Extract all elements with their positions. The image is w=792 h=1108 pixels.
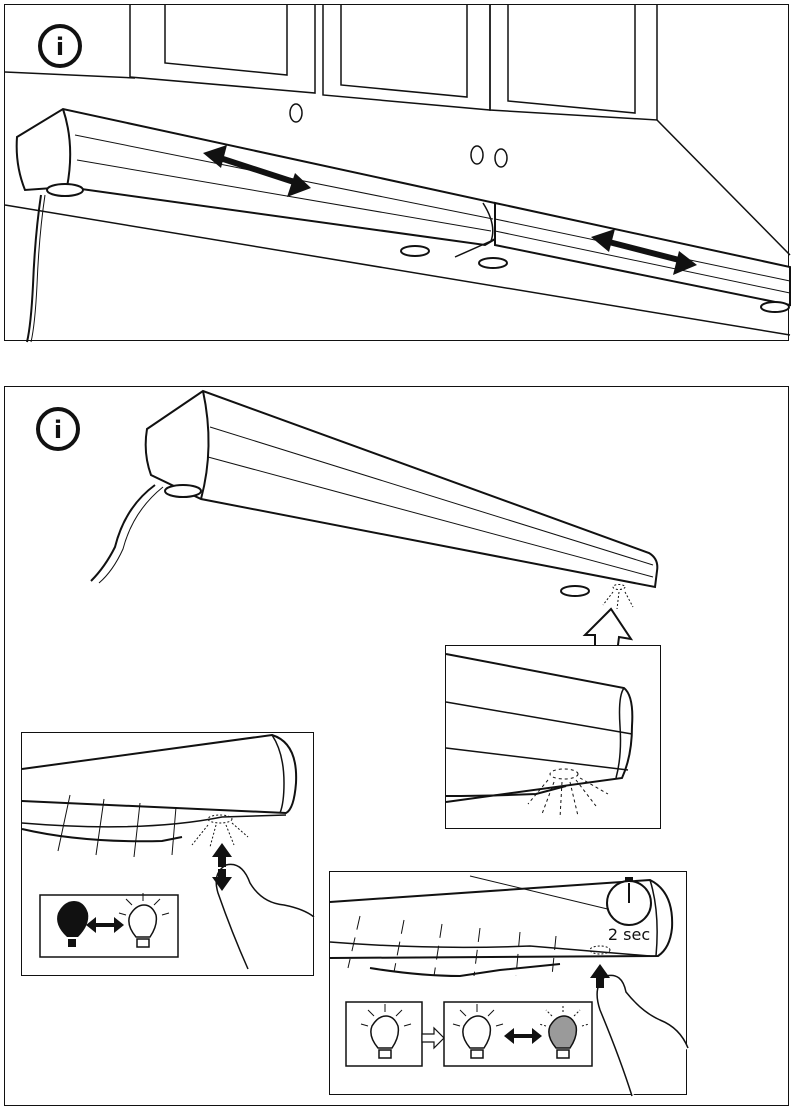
top-illustration-panel: i — [4, 4, 789, 341]
finger-press-icon — [597, 975, 688, 1096]
next-step-arrow-icon — [422, 1028, 444, 1048]
toggle-light-illustration — [22, 733, 315, 977]
cabinet-light-install-illustration: i — [5, 5, 790, 342]
sensor-light-rays — [590, 946, 610, 954]
info-symbol: i — [54, 416, 62, 444]
power-cord — [91, 485, 155, 581]
light-bar-right — [479, 203, 790, 312]
dimming-illustration: 2 sec — [330, 872, 688, 1096]
finger-press-icon — [216, 864, 314, 969]
dimming-inset: 2 sec — [329, 871, 687, 1095]
timer-label: 2 sec — [608, 925, 650, 944]
bottom-illustration-panel: i — [4, 386, 789, 1106]
info-symbol: i — [56, 33, 64, 61]
info-icon: i — [38, 409, 78, 449]
light-bar — [146, 391, 658, 596]
sensor-light-rays — [603, 585, 633, 610]
toggle-inset — [21, 732, 314, 976]
light-bar-left — [17, 109, 495, 256]
sensor-detail-illustration — [446, 646, 662, 830]
info-icon: i — [40, 26, 80, 66]
stopwatch-icon: 2 sec — [607, 877, 651, 944]
sensor-light-rays — [192, 815, 248, 847]
sensor-zoom-inset — [445, 645, 661, 829]
